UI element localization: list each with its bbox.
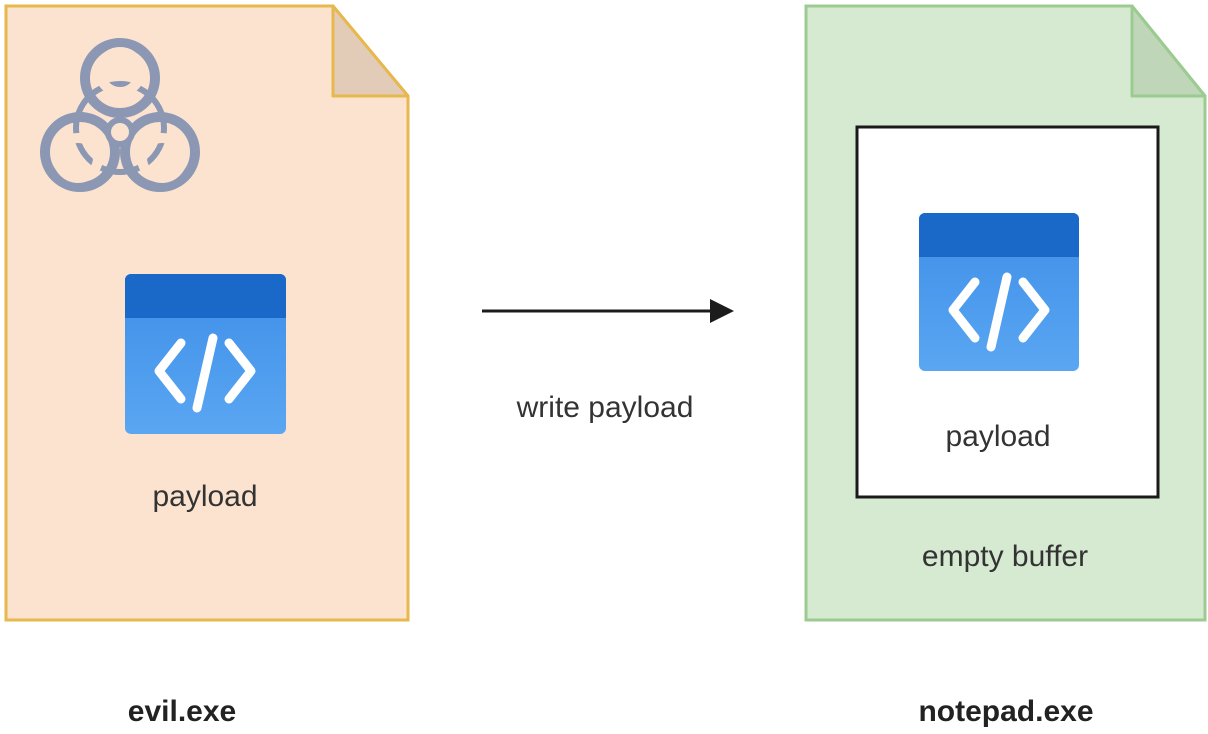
notepad-exe-page-fold — [1130, 4, 1207, 98]
empty-buffer-label: empty buffer — [921, 540, 1089, 573]
evil-payload-label: payload — [152, 480, 258, 513]
code-window-icon — [125, 274, 286, 434]
notepad-payload-label: payload — [945, 420, 1051, 453]
biohazard-icon — [40, 38, 200, 192]
evil-exe-page-fold — [331, 4, 410, 98]
edge-label: write payload — [516, 391, 694, 424]
evil-exe-name: evil.exe — [127, 695, 237, 728]
write-payload-arrow — [482, 299, 734, 323]
notepad-exe-name: notepad.exe — [918, 695, 1094, 728]
code-window-icon — [919, 213, 1079, 371]
